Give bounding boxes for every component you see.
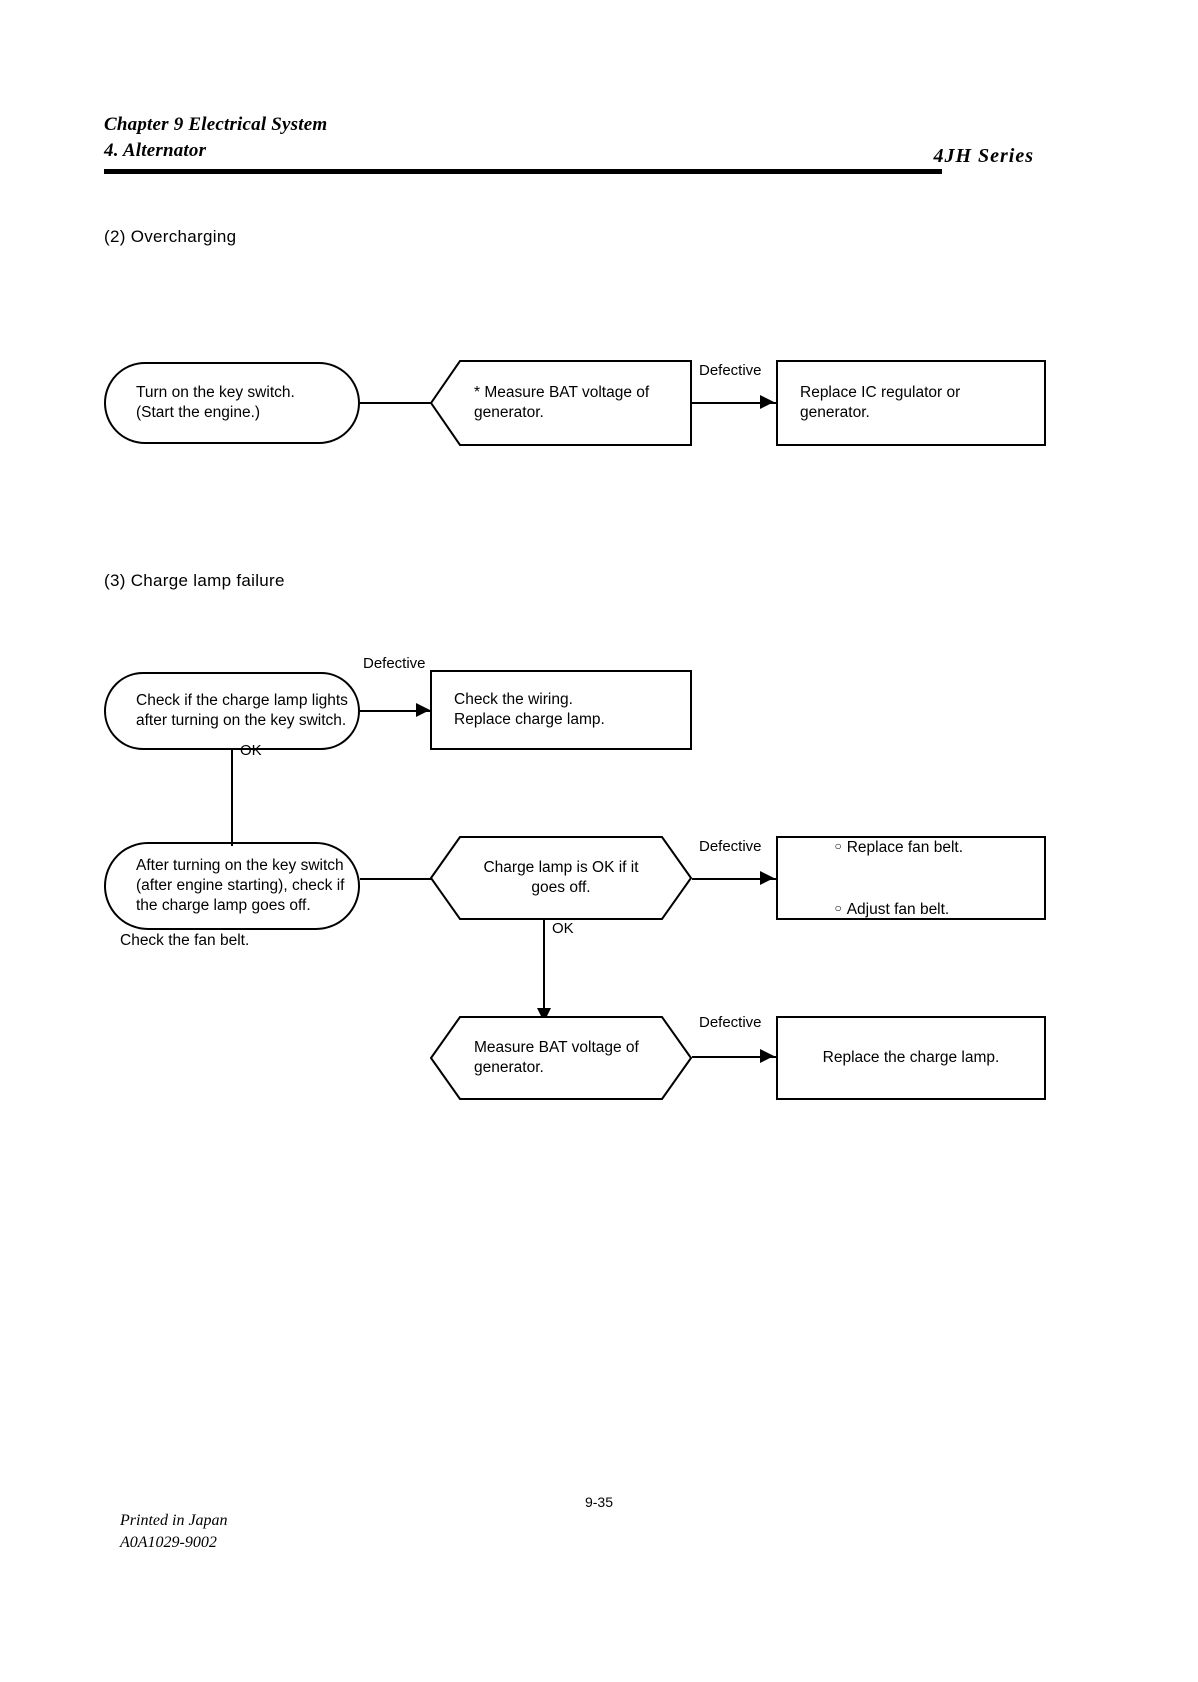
flow3-connector-decision2-to-result (692, 878, 776, 880)
flow2-decision-text: * Measure BAT voltage of generator. (430, 383, 689, 423)
flow3-arrowhead-result2 (760, 871, 774, 885)
flow3-decision3-text: Measure BAT voltage of generator. (430, 1038, 679, 1078)
flow3-arrowhead-result1 (416, 703, 430, 717)
flow2-arrowhead-result (760, 395, 774, 409)
flow3-decision3-node: Measure BAT voltage of generator. (430, 1016, 692, 1100)
flow3-connector-decision2-to-decision3 (543, 920, 545, 1018)
flow3-check1-node: Check if the charge lamp lights after tu… (104, 672, 360, 750)
bullet-circle-icon: ○ (834, 839, 842, 853)
flow2-connector-start-to-decision (360, 402, 450, 404)
section-heading-charge-lamp-failure: (3) Charge lamp failure (104, 571, 285, 590)
flow3-check1-text: Check if the charge lamp lights after tu… (136, 691, 348, 731)
flow3-connector-check1-to-check2 (231, 750, 233, 846)
flow3-check1-line1: Check if the charge lamp lights (136, 692, 348, 709)
flow3-check2-line3: the charge lamp goes off. (136, 897, 311, 914)
header-divider (104, 169, 942, 174)
flow3-check2-line1: After turning on the key switch (136, 857, 344, 874)
flow2-start-text: Turn on the key switch. (Start the engin… (136, 383, 295, 423)
flow3-edge-label-ok-1: OK (240, 742, 262, 759)
flow2-connector-decision-to-result (692, 402, 776, 404)
flow3-connector-decision3-to-result (692, 1056, 776, 1058)
flow3-connector-check1-to-result (360, 710, 430, 712)
flow3-arrowhead-result3 (760, 1049, 774, 1063)
flow3-connector-check2-to-decision2 (360, 878, 450, 880)
flow2-result-text: Replace IC regulator or generator. (800, 384, 961, 421)
printed-in-japan-label: Printed in Japan (120, 1512, 228, 1529)
flow3-check1-result-text: Check the wiring. Replace charge lamp. (454, 690, 605, 730)
flow3-decision2-text: Charge lamp is OK if it goes off. (483, 859, 639, 896)
flow2-result-node: Replace IC regulator or generator. (776, 360, 1046, 446)
flow3-decision2-result-node: ○ Replace fan belt. ○ Adjust fan belt. (776, 836, 1046, 920)
flow3-edge-label-defective-2: Defective (699, 838, 762, 855)
header-rule-container: 4JH Series (104, 145, 1034, 178)
flow2-decision-line2: generator. (474, 404, 544, 421)
flow2-edge-label-defective: Defective (699, 362, 762, 379)
hexagon-shape-icon (430, 360, 692, 446)
flow3-decision3-result-node: Replace the charge lamp. (776, 1016, 1046, 1100)
flow2-start-line1: Turn on the key switch. (136, 384, 295, 401)
flow2-start-node: Turn on the key switch. (Start the engin… (104, 362, 360, 444)
series-label: 4JH Series (933, 145, 1034, 167)
footer-imprint: Printed in Japan A0A1029-9002 (120, 1510, 228, 1554)
flow3-decision2-node: Charge lamp is OK if it goes off. (430, 836, 692, 920)
page-number: 9-35 (584, 1494, 614, 1510)
flow3-fan-belt-note: Check the fan belt. (120, 932, 250, 949)
flow3-decision3-line2: generator. (474, 1059, 544, 1076)
flow3-edge-label-defective-3: Defective (699, 1014, 762, 1031)
flow3-check1-result-node: Check the wiring. Replace charge lamp. (430, 670, 692, 750)
hexagon-shape-icon (430, 1016, 692, 1100)
flow3-decision3-line1: Measure BAT voltage of (474, 1039, 639, 1056)
chapter-title: Chapter 9 Electrical System (104, 114, 328, 135)
flow3-result2-item2: ○ Adjust fan belt. (800, 878, 963, 940)
flow3-result2-item2-label: Adjust fan belt. (846, 901, 950, 918)
flow3-edge-label-ok-2: OK (552, 920, 574, 937)
flow3-decision3-result-text: Replace the charge lamp. (822, 1049, 1000, 1066)
flow3-check2-text: After turning on the key switch (after e… (136, 856, 345, 916)
flow3-check1-result-line2: Replace charge lamp. (454, 711, 605, 728)
flow3-result2-item1: ○ Replace fan belt. (800, 816, 963, 878)
flow3-edge-label-defective-1: Defective (363, 655, 426, 672)
page-header: Chapter 9 Electrical System 4. Alternato… (104, 112, 1034, 178)
flow3-check2-node: After turning on the key switch (after e… (104, 842, 360, 930)
section-heading-overcharging: (2) Overcharging (104, 227, 237, 246)
flow3-decision2-result-text: ○ Replace fan belt. ○ Adjust fan belt. (800, 816, 963, 940)
flow3-check1-line2: after turning on the key switch. (136, 712, 347, 729)
flow2-decision-node: * Measure BAT voltage of generator. (430, 360, 692, 446)
document-code-label: A0A1029-9002 (120, 1534, 217, 1551)
flow3-result2-item1-label: Replace fan belt. (846, 839, 964, 856)
flow2-start-line2: (Start the engine.) (136, 404, 261, 421)
section-title: 4. Alternator (104, 140, 207, 161)
flow3-check1-result-line1: Check the wiring. (454, 691, 573, 708)
flow2-decision-line1: * Measure BAT voltage of (474, 384, 650, 401)
bullet-circle-icon: ○ (834, 901, 842, 915)
flow3-check2-line2: (after engine starting), check if (136, 877, 345, 894)
hexagon-shape-icon (430, 836, 692, 920)
